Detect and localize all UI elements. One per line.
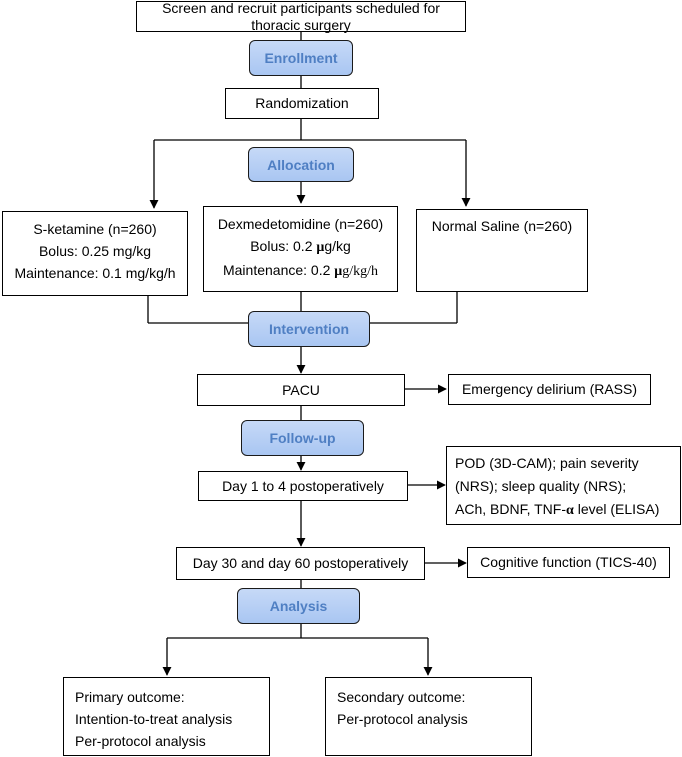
randomization-box: Randomization: [225, 88, 379, 119]
secondary-line1: Per-protocol analysis: [337, 711, 468, 727]
analysis-label: Analysis: [269, 598, 328, 614]
dex-bolus-mu: μ: [316, 240, 325, 255]
outcomes-line1: POD (3D-CAM); pain severity: [455, 455, 639, 471]
cognitive-box: Cognitive function (TICS-40): [467, 547, 670, 578]
dex-maint-unit: g/kg/h: [342, 264, 378, 279]
cognitive-text: Cognitive function (TICS-40): [480, 554, 657, 571]
primary-title: Primary outcome:: [75, 689, 185, 705]
dex-maintenance: Maintenance: 0.2 μg/kg/h: [204, 259, 397, 283]
stage-allocation: Allocation: [248, 147, 354, 182]
stage-analysis: Analysis: [237, 588, 360, 624]
outcomes-line3-suffix: level (ELISA): [573, 501, 660, 517]
dex-maint-prefix: Maintenance: 0.2: [222, 262, 335, 278]
stage-intervention: Intervention: [248, 311, 370, 347]
arm-sketamine-box: S-ketamine (n=260) Bolus: 0.25 mg/kg Mai…: [2, 211, 188, 296]
randomization-text: Randomization: [255, 95, 349, 112]
arm-saline-box: Normal Saline (n=260): [416, 209, 588, 292]
stage-enrollment: Enrollment: [249, 40, 353, 76]
day1to4-outcomes-box: POD (3D-CAM); pain severity (NRS); sleep…: [446, 446, 681, 525]
sketamine-name: S-ketamine (n=260): [33, 221, 157, 237]
secondary-title: Secondary outcome:: [337, 689, 466, 705]
day1to4-box: Day 1 to 4 postoperatively: [198, 471, 408, 501]
day30-60-box: Day 30 and day 60 postoperatively: [176, 547, 425, 580]
dex-bolus-unit: g/kg: [324, 238, 351, 254]
dex-bolus-prefix: Bolus: 0.2: [250, 238, 317, 254]
dex-name: Dexmedetomidine (n=260): [217, 216, 384, 232]
outcomes-line3: ACh, BDNF, TNF-α level (ELISA): [455, 498, 680, 522]
dex-maint-mu: μ: [334, 264, 343, 279]
sketamine-bolus: Bolus: 0.25 mg/kg: [38, 243, 152, 259]
outcomes-line2: (NRS); sleep quality (NRS);: [455, 478, 627, 494]
emergency-delirium-box: Emergency delirium (RASS): [448, 374, 651, 405]
followup-label: Follow-up: [269, 430, 336, 446]
arm-dex-box: Dexmedetomidine (n=260) Bolus: 0.2 μg/kg…: [203, 206, 398, 292]
outcomes-alpha: α: [565, 503, 574, 518]
day30-60-text: Day 30 and day 60 postoperatively: [192, 555, 409, 572]
sketamine-maintenance: Maintenance: 0.1 mg/kg/h: [14, 265, 176, 281]
intervention-label: Intervention: [268, 321, 350, 337]
pacu-text: PACU: [282, 381, 320, 398]
stage-followup: Follow-up: [241, 420, 364, 456]
outcomes-line3-prefix: ACh, BDNF, TNF-: [455, 501, 566, 517]
primary-outcome-box: Primary outcome: Intention-to-treat anal…: [63, 677, 270, 756]
dex-bolus: Bolus: 0.2 μg/kg: [204, 235, 397, 259]
saline-name: Normal Saline (n=260): [431, 218, 573, 234]
day1to4-text: Day 1 to 4 postoperatively: [222, 477, 384, 494]
screen-text: Screen and recruit participants schedule…: [162, 0, 440, 33]
enrollment-label: Enrollment: [264, 50, 338, 66]
screen-box: Screen and recruit participants schedule…: [136, 0, 466, 33]
emergency-delirium-text: Emergency delirium (RASS): [461, 381, 638, 398]
primary-line2: Per-protocol analysis: [75, 733, 206, 749]
allocation-label: Allocation: [267, 156, 335, 173]
pacu-box: PACU: [197, 374, 405, 406]
secondary-outcome-box: Secondary outcome: Per-protocol analysis: [325, 677, 532, 756]
primary-line1: Intention-to-treat analysis: [75, 711, 233, 727]
